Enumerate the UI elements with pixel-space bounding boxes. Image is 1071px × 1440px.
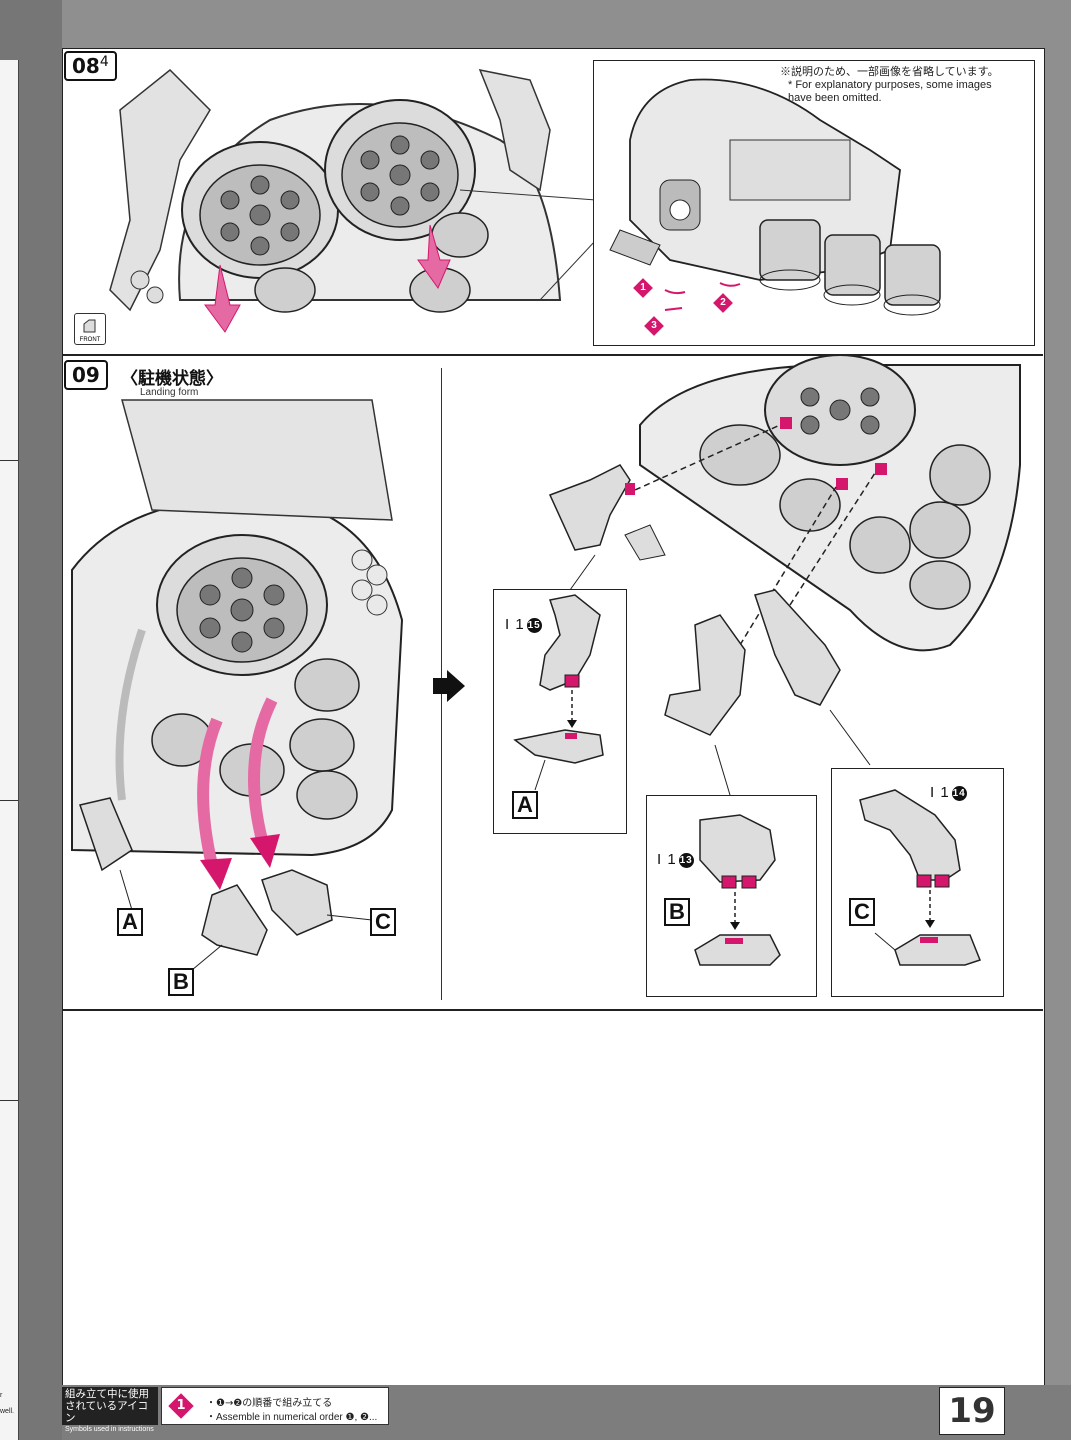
step-subnumber: 4	[99, 54, 109, 70]
explanatory-note: ※説明のため、一部画像を省略しています。 * For explanatory p…	[780, 66, 1035, 105]
gutter-divider	[0, 1100, 18, 1101]
order-marker-1: 1	[640, 282, 646, 293]
legend-title-en: Symbols used in instructions	[65, 1426, 154, 1433]
part-code-text: I 1	[930, 784, 950, 801]
part-label-a: A	[117, 908, 143, 936]
step-09-left-illustration	[71, 399, 404, 971]
page-number: 19	[939, 1387, 1005, 1435]
legend-text-en: ・Assemble in numerical order ❶, ❷...	[206, 1412, 378, 1423]
step-09-right-illustration	[548, 354, 1021, 796]
step-badge-09: 09	[64, 360, 108, 390]
step-09-subtitle: Landing form	[140, 387, 199, 398]
part-label-b: B	[168, 968, 194, 996]
step-08-illustration	[109, 68, 597, 333]
note-en-line-2: have been omitted.	[788, 92, 882, 104]
front-icon-label: FRONT	[79, 337, 101, 343]
part-code-text: I 1	[657, 851, 677, 868]
section-divider	[62, 1009, 1043, 1011]
detail-label-a: A	[512, 791, 538, 819]
detail-label-b: B	[664, 898, 690, 926]
part-number-badge: 13	[678, 852, 694, 868]
part-label-c: C	[370, 908, 396, 936]
icon-legend-item: 1 ・❶→❷の順番で組み立てる ・Assemble in numerical o…	[161, 1387, 389, 1425]
detail-label-c: C	[849, 898, 875, 926]
front-icon: FRONT	[74, 313, 106, 345]
icon-legend-title: 組み立て中に使用 されているアイコン Symbols used in instr…	[62, 1387, 158, 1433]
step-09-title: 〈駐機状態〉	[121, 369, 223, 389]
order-diamond-number: 1	[176, 1398, 186, 1413]
order-diamond-icon: 1	[168, 1393, 194, 1419]
detail-a-illustration	[513, 594, 604, 791]
legend-title-jp-2: されているアイコン	[65, 1400, 149, 1424]
gutter-text: r	[0, 1392, 3, 1399]
step-08-detail-illustration	[609, 78, 941, 316]
legend-title-jp-1: 組み立て中に使用	[65, 1388, 149, 1400]
gutter-text: well.	[0, 1408, 15, 1415]
step-badge-08: 084	[64, 51, 117, 81]
part-number-badge: 15	[526, 617, 542, 633]
legend-text-jp: ・❶→❷の順番で組み立てる	[206, 1398, 333, 1409]
step-number: 08	[72, 54, 100, 78]
step-number: 09	[72, 363, 100, 387]
section-divider	[62, 354, 1043, 356]
gutter-divider	[0, 460, 18, 461]
order-marker-3: 3	[651, 320, 657, 331]
part-code-text: I 1	[505, 616, 525, 633]
order-marker-2: 2	[720, 297, 726, 308]
next-arrow-icon	[433, 670, 465, 702]
detail-c-illustration	[859, 789, 981, 966]
note-jp: ※説明のため、一部画像を省略しています。	[780, 66, 999, 78]
note-en-line-1: * For explanatory purposes, some images	[788, 79, 992, 91]
gutter-divider	[0, 800, 18, 801]
part-number-badge: 14	[951, 785, 967, 801]
detail-b-illustration	[694, 814, 781, 966]
previous-page-edge: r well.	[0, 60, 19, 1440]
